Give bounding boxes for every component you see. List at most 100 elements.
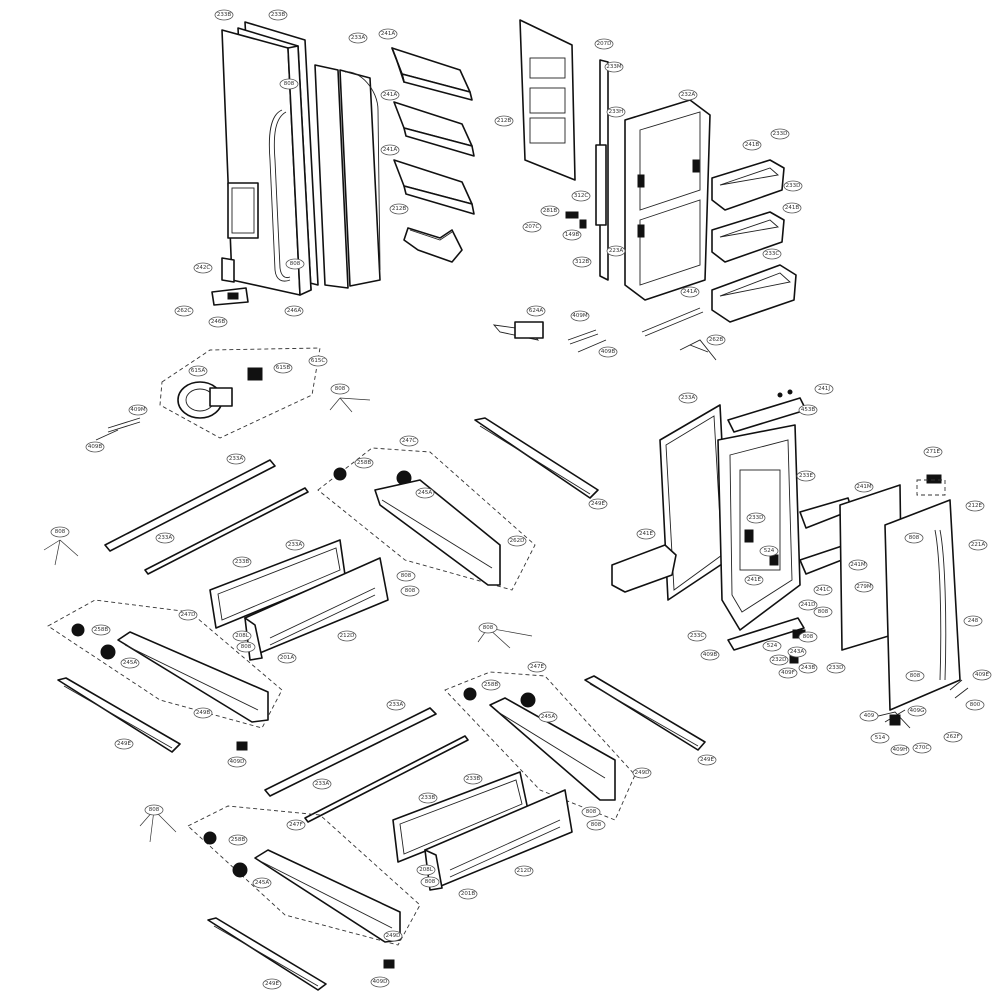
part-callout: 808	[144, 804, 164, 816]
part-callout: 233A	[226, 453, 246, 465]
callout-bubble	[562, 229, 582, 241]
part-callout: 233C	[762, 248, 782, 260]
part-number-label: 241J	[818, 386, 830, 392]
part-callout: 201A	[277, 652, 297, 664]
callout-bubble	[144, 804, 164, 816]
callout-bubble	[284, 305, 304, 317]
callout-bubble	[481, 679, 501, 691]
part-callout: 312C	[571, 190, 591, 202]
callout-bubble	[514, 865, 534, 877]
part-number-label: 258B	[484, 682, 498, 688]
part-number-label: 262F	[946, 734, 960, 740]
part-number-label: 233B	[466, 776, 480, 782]
part-number-label: 409D	[373, 979, 388, 985]
part-callout: 247D	[178, 609, 198, 621]
callout-bubble	[91, 624, 111, 636]
part-number-label: 233D	[773, 131, 788, 137]
part-callout: 249E	[588, 498, 608, 510]
callout-bubble	[420, 876, 440, 888]
part-callout: 233D	[826, 662, 846, 674]
part-number-label: 514	[875, 735, 886, 741]
callout-bubble	[383, 930, 403, 942]
part-number-label: 271E	[926, 449, 940, 455]
callout-bubble	[742, 139, 762, 151]
part-number-label: 808	[335, 386, 346, 392]
callout-bubble	[232, 630, 252, 642]
part-callout: 241M	[854, 481, 874, 493]
callout-bubble	[312, 778, 332, 790]
part-callout: 223A	[606, 245, 626, 257]
part-callout: 233D	[770, 128, 790, 140]
callout-bubble	[907, 705, 927, 717]
callout-bubble	[965, 500, 985, 512]
part-number-label: 243A	[790, 649, 804, 655]
part-number-label: 808	[55, 529, 66, 535]
part-number-label: 212B	[392, 206, 406, 212]
part-number-label: 149B	[565, 232, 579, 238]
callout-bubble	[588, 498, 608, 510]
part-number-label: 233B	[271, 12, 285, 18]
callout-bubble	[798, 662, 818, 674]
callout-bubble	[308, 355, 328, 367]
part-callout: 409D	[227, 756, 247, 768]
part-number-label: 312B	[575, 259, 589, 265]
part-number-label: 249E	[700, 757, 714, 763]
callout-bubble	[252, 877, 272, 889]
callout-bubble	[854, 481, 874, 493]
part-callout: 808	[420, 876, 440, 888]
callout-bubble	[762, 640, 782, 652]
part-number-label: 241E	[639, 531, 653, 537]
part-number-label: 241B	[785, 205, 799, 211]
callout-bubble	[227, 756, 247, 768]
part-callout: 409D	[370, 976, 390, 988]
part-number-label: 233C	[765, 251, 779, 257]
part-number-label: 409G	[910, 708, 925, 714]
part-callout: 808	[904, 532, 924, 544]
part-number-label: 409B	[601, 349, 615, 355]
part-number-label: 241M	[856, 484, 871, 490]
callout-bubble	[744, 574, 764, 586]
part-number-label: 808	[586, 809, 597, 815]
part-number-label: 232A	[681, 92, 695, 98]
hardware-left-upper	[95, 417, 141, 441]
part-callout: 208L	[416, 864, 436, 876]
callout-bubble	[337, 630, 357, 642]
callout-bubble	[193, 707, 213, 719]
callout-bubble	[174, 305, 194, 317]
callout-bubble	[848, 559, 868, 571]
callout-bubble	[120, 657, 140, 669]
part-callout: 212B	[494, 115, 514, 127]
part-callout: 233B	[214, 9, 234, 21]
part-number-label: 249D	[386, 933, 401, 939]
part-callout: 409B	[598, 346, 618, 358]
callout-bubble	[380, 144, 400, 156]
part-callout: 615C	[308, 355, 328, 367]
part-callout: 808	[396, 570, 416, 582]
part-callout: 808	[813, 606, 833, 618]
part-number-label: 241C	[816, 587, 830, 593]
callout-bubble	[798, 631, 818, 643]
part-number-label: 212D	[340, 633, 355, 639]
part-callout: 262B	[706, 334, 726, 346]
callout-bubble	[687, 630, 707, 642]
callout-bubble	[678, 89, 698, 101]
upper-drawer-group	[317, 447, 536, 591]
callout-bubble	[783, 180, 803, 192]
callout-bubble	[236, 641, 256, 653]
callout-bubble	[606, 245, 626, 257]
part-number-label: 245A	[123, 660, 137, 666]
part-callout: 409G	[907, 705, 927, 717]
part-number-label: 270C	[915, 745, 929, 751]
part-callout: 808	[581, 806, 601, 818]
callout-bubble	[386, 699, 406, 711]
callout-bubble	[348, 32, 368, 44]
callout-bubble	[923, 446, 943, 458]
part-number-label: 241M	[850, 562, 865, 568]
part-number-label: 808	[241, 644, 252, 650]
callout-bubble	[968, 539, 988, 551]
part-callout: 232D	[769, 654, 789, 666]
right-door-outer	[839, 474, 961, 711]
part-callout: 409B	[85, 441, 105, 453]
part-number-label: 279M	[856, 584, 871, 590]
part-callout: 245A	[252, 877, 272, 889]
